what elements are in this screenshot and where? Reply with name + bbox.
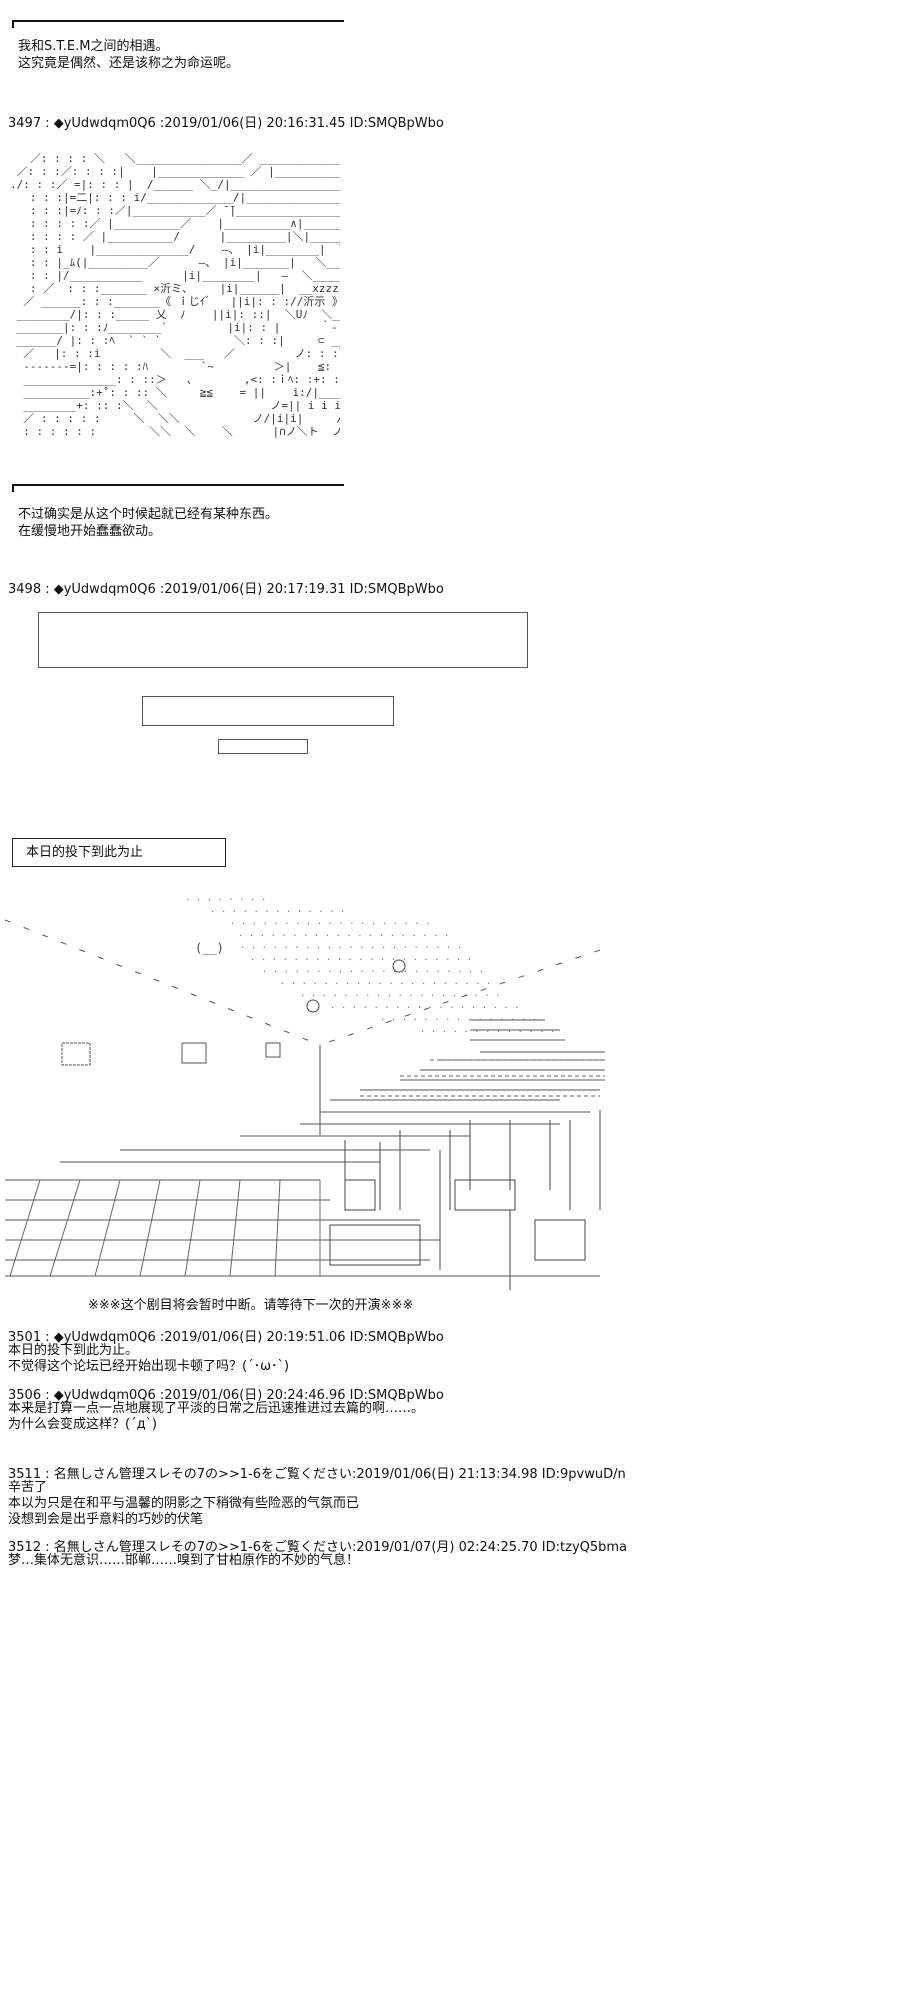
divider-line [12, 484, 344, 486]
post-header-3498: 3498 : ◆yUdwdqm0Q6 :2019/01/06(日) 20:17:… [8, 582, 444, 597]
svg-text:. . . . . . . . . . . . . . .: . . . . . . . . . . . . . . . . . . [330, 1001, 520, 1011]
post-3501-line-2: 不觉得这个论坛已经开始出现卡顿了吗？(´･ω･`) [8, 1359, 290, 1374]
ascii-art-line: : : : : ／ |__________/ |_________|＼|____… [29, 230, 340, 243]
post-header-3511: 3511 : 名無しさん管理スレその7の>>1-6をご覧ください:2019/01… [8, 1467, 626, 1482]
ascii-art-line: : : :|=二|: : : i/_____________/|________… [29, 191, 340, 204]
ascii-art-line: ./: : :／ =|: : : | /______ ＼_/|_________… [10, 178, 340, 191]
ascii-art-line: : : : : :／ |__________／ |__________∧|___… [29, 217, 340, 230]
svg-text:. . . . . .: . . . . . . . . [185, 893, 266, 903]
ascii-art-line: : : |_ﾑ(|_________／ ―、 |i|_______| ＼____… [29, 256, 340, 269]
ascii-art-line: ／ |: : :i ＼ ___ ／ ノ: : :＼____/}i|______ [23, 347, 340, 360]
empty-frame-medium [142, 696, 394, 726]
end-of-post-label: 本日的投下到此为止 [26, 845, 144, 860]
ascii-art-line: -------=|: : : : :ﾊ `~ ＞| ≦: : : ／:i: :L… [23, 360, 340, 373]
ascii-art-line: ______/ |: : :ﾍ ` ` ` ＼: : :| ⊂ _____|＼ … [16, 334, 340, 347]
intro-line-1: 我和S.T.E.M之间的相遇。 [18, 39, 169, 54]
svg-text:. . . . . . . . . . . . . . .: . . . . . . . . . . . . . . . . . . . . [280, 977, 491, 987]
post-3511-line-1: 辛苦了 [8, 1480, 48, 1495]
svg-text:. . . . . . . . . . . . . . .: . . . . . . . . . . . . . . . . . . . . [238, 929, 449, 939]
post-header-3497: 3497 : ◆yUdwdqm0Q6 :2019/01/06(日) 20:16:… [8, 116, 444, 131]
divider-tick [12, 20, 14, 28]
svg-text:. . . . . . . . . . . . . . .: . . . . . . . . . . . . . . . . . . . . … [250, 953, 472, 963]
end-of-post-box [12, 838, 226, 867]
ascii-art-line: ________+: :: :＼ ＼ ノ=|| i i i |: :|_____… [23, 399, 340, 412]
intermission-notice: ※※※这个剧目将会暂时中断。请等待下一次的开演※※※ [88, 1298, 414, 1313]
ascii-art-line: ______________: : ::＞ 、 ,<: :ｉﾍ: :+: :ノ＼… [23, 373, 340, 386]
svg-text:. . . . . . . . . . . . . . .: . . . . . . . . . . . . . . . . . . . [300, 989, 500, 999]
ascii-art-line: ／: : :／: : : :| |_____________ ／ |______… [16, 165, 340, 178]
ascii-art-line: : : |/___________ |i|________| ― ＼______… [29, 269, 340, 282]
ascii-art-line: _______|: : :ﾉ________` |i|: : | ｀- ∧: :… [16, 321, 338, 334]
svg-text:. . . . . . . . . . . . . . .: . . . . . . . . . . . . . . . . . . . [230, 917, 430, 927]
svg-text:. . . . . . . . . . . . . . .: . . . . . . . . . . . . . . . . . . . . … [262, 965, 484, 975]
ascii-art-room-scene: . . . . . . . . . . . . . . . . . . . . … [4, 893, 605, 1290]
svg-text:. . . . . . . . . . . . . . .: . . . . . . . . . . . . . . . [380, 1013, 537, 1023]
ascii-art-line: : ／ : : :_______ ×沂ミ、 |i|______| __xzzz、… [29, 282, 340, 295]
ascii-art-line: ／ : : : : : ＼ ＼＼ ノ/|i|i| /:|___|: :i|/＼|… [23, 412, 340, 425]
empty-frame-large [38, 612, 528, 668]
ascii-art-line: ________/|: : :_____ 乂 ﾉ ||i|: ::| ＼Uﾉ ＼… [16, 308, 340, 321]
post-3511-line-3: 没想到会是出乎意料的巧妙的伏笔 [8, 1512, 204, 1527]
ascii-art-line: ／: : : : ＼ ＼________________／ __________… [29, 152, 340, 165]
intro-line-2: 这究竟是偶然、还是该称之为命运呢。 [18, 56, 240, 71]
post-header-3512: 3512 : 名無しさん管理スレその7の>>1-6をご覧ください:2019/01… [8, 1540, 628, 1555]
post-3506-line-2: 为什么会变成这样？(´д`) [8, 1417, 158, 1432]
mid-text-line-2: 在缓慢地开始蠢蠢欲动。 [18, 524, 162, 539]
svg-text:. . . . . . . . . .: . . . . . . . . . . . . . [210, 905, 345, 915]
ascii-art-line: : : : : : : ＼＼ ＼ ＼ |∩ノ＼ト ノ/: :|___|_____… [23, 425, 340, 438]
post-header-3506: 3506 : ◆yUdwdqm0Q6 :2019/01/06(日) 20:24:… [8, 1388, 444, 1403]
mid-text-line-1: 不过确实是从这个时候起就已经有某种东西。 [18, 507, 279, 522]
empty-frame-small [218, 739, 308, 754]
ascii-art-line: : : :|=ﾉ: : :／|___________／ ̄ ̄|________… [29, 204, 340, 217]
post-3511-line-2: 本以为只是在和平与温馨的阴影之下稍微有些险恶的气氛而已 [8, 1496, 360, 1511]
ascii-art-portrait: ／: : : : ＼ ＼________________／ __________… [10, 152, 340, 462]
divider-line [12, 20, 344, 22]
ascii-art-line: ／ ______: : :_______《 ｉじｲﾞ ||i|: : ://沂示… [23, 295, 340, 308]
svg-text:(__): (__) [195, 941, 224, 955]
post-3512-line-1: 梦…集体无意识……邯郸……嗅到了甘柏原作的不妙的气息！ [8, 1553, 360, 1568]
svg-text:. . . . . . . . . . . . . . .: . . . . . . . . . . . . . . . . . . . . … [240, 941, 462, 951]
post-3501-line-1: 本日的投下到此为止。 [8, 1343, 139, 1358]
post-header-3501: 3501 : ◆yUdwdqm0Q6 :2019/01/06(日) 20:19:… [8, 1330, 444, 1345]
ascii-art-line: __________:+˚: : :: ＼ ≧≦ = || i:/|_____|… [23, 386, 340, 399]
divider-tick [12, 484, 14, 492]
post-3506-line-1: 本来是打算一点一点地展现了平淡的日常之后迅速推进过去篇的啊……。 [8, 1401, 425, 1416]
ascii-art-line: : : i |______________/ ―、 |i|________| ＼… [29, 243, 340, 256]
